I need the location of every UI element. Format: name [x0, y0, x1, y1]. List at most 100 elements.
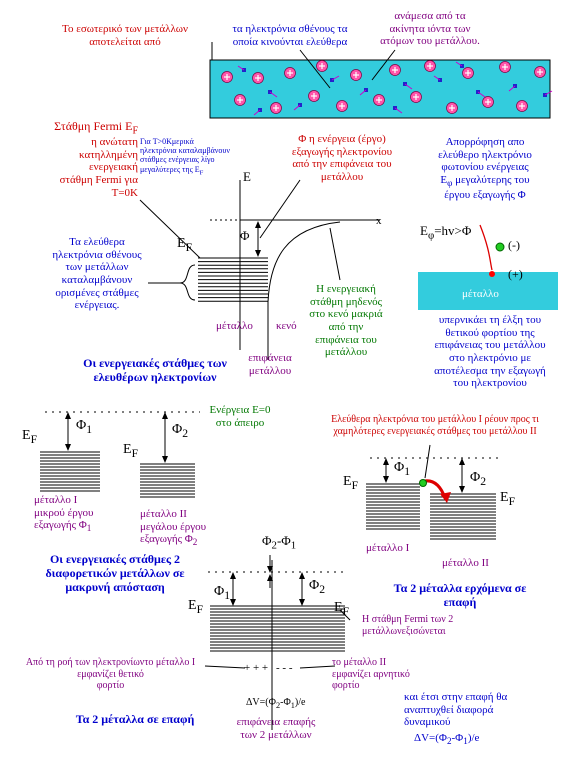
p2-zero-label: Ενέργεια E=0 στο άπειρο — [209, 404, 271, 429]
p4-left-note: Από τη ροή των ηλεκτρονίωντο μέταλλο Ι ε… — [25, 657, 196, 691]
photo-minus: (-) — [508, 238, 520, 252]
p3-phi1-head-bottom — [383, 476, 389, 483]
p2-phi2-head-bottom — [162, 456, 168, 463]
p3-phi2-head-top — [459, 458, 465, 465]
p1-potential-curve — [267, 221, 341, 303]
p1-phi-pointer — [259, 179, 301, 239]
p3-caption: Τα 2 μέταλλα ερχόμενα σε επαφή — [393, 581, 527, 609]
p1-free-electrons: Τα ελεύθερα ηλεκτρόνια σθένους των μετάλ… — [52, 236, 142, 312]
p4-phi1-head-top — [230, 572, 236, 579]
electron-motion-arrow — [269, 91, 278, 98]
p1-ef-label: EF — [177, 236, 193, 254]
top-text-left: Το εσωτερικό των μετάλλων αποτελείται απ… — [61, 23, 188, 48]
p4-diff-head2 — [267, 574, 273, 581]
p2-phi1-head-top — [65, 412, 71, 419]
p3-flow-pointer — [424, 444, 431, 479]
pointer-line-mid — [299, 49, 331, 89]
top-text-mid: τα ηλεκτρόνια σθένους τα οποία κινούνται… — [232, 23, 348, 48]
p3-flow-text: Ελεύθερα ηλεκτρόνια του μετάλλου Ι ρέουν… — [331, 414, 539, 437]
electron-motion-arrow — [253, 109, 261, 116]
pointer-line-right — [371, 49, 396, 81]
p4-phi1-label: Φ1 — [214, 584, 231, 602]
electron-motion-arrow — [455, 61, 463, 67]
p1-axis-x-label: x — [376, 215, 382, 227]
p3-phi2-label: Φ2 — [470, 470, 487, 488]
p4-plus-signs: + + + — [244, 662, 269, 674]
p4-right-note: το μέταλλο ΙΙ εμφανίζει αρνητικό φορτίο — [332, 657, 410, 691]
electron-motion-arrow — [508, 85, 516, 92]
photo-electron-path — [479, 224, 493, 271]
electron-motion-arrow — [331, 75, 340, 81]
p4-diff-head1 — [267, 566, 273, 573]
p1-zero-level: Η ενεργειακή στάθμη μηδενός στο κενό μακ… — [309, 283, 383, 359]
electron-motion-arrow — [359, 89, 367, 96]
p4-phi2-head-top — [299, 572, 305, 579]
photo-positive — [489, 271, 495, 277]
p1-phi-arrow-head-bottom — [255, 250, 261, 257]
p1-metal-label: μέταλλο — [216, 320, 253, 332]
p1-axis-e-label: E — [243, 169, 251, 184]
p1-fermi-title: Στάθμη Fermi EF — [54, 119, 138, 137]
p1-energy-levels — [198, 257, 268, 302]
photo-metal-box — [418, 272, 558, 310]
electron-motion-arrow — [394, 107, 403, 114]
electrons-group — [237, 61, 553, 116]
p4-right-pointer — [299, 665, 336, 669]
p2-metal2-label: μέταλλο ΙΙ μεγάλου έργου εξαγωγής Φ2 — [140, 508, 207, 548]
p2-phi2-head-top — [162, 412, 168, 419]
photo-desc: υπερνικάει τη έλξη του θετικού φορτίου τ… — [434, 314, 546, 390]
p1-phi-label: Φ — [240, 228, 250, 243]
p3-ef1-label: EF — [343, 474, 359, 492]
p2-phi1-label: Φ1 — [76, 418, 93, 436]
p3-phi1-head-top — [383, 458, 389, 465]
top-text-right: ανάμεσα από τα ακίνητα ιόντα των ατόμων … — [380, 10, 480, 48]
p3-electron — [419, 479, 427, 487]
p4-surface-label: επιφάνεια επαφής των 2 μετάλλων — [236, 716, 316, 741]
p2-phi2-label: Φ2 — [172, 422, 189, 440]
p4-dv-label: ΔV=(Φ2-Φ1)/e — [246, 697, 306, 710]
photo-electron — [495, 242, 505, 252]
electron-motion-arrow — [404, 83, 413, 90]
p2-caption: Οι ενεργειακές στάθμες 2 διαφορετικών με… — [45, 552, 185, 594]
p1-phi-arrow-head-top — [255, 221, 261, 228]
electron-motion-arrow — [544, 90, 553, 96]
p1-phi-desc: Φ η ενέργεια (έργο) εξαγωγής ηλεκτρονίου… — [291, 133, 393, 183]
p3-metal1-levels — [366, 483, 420, 530]
p1-brace — [179, 264, 196, 301]
p4-phi-diff-label: Φ2-Φ1 — [262, 533, 297, 552]
p1-fermi-desc: η ανώτατη κατηλλημένη ενεργειακή στάθμη … — [59, 136, 138, 199]
p1-small-note: Για T>0Κμερικά ηλεκτρόνια καταλαμβάνουν … — [140, 137, 230, 177]
p4-caption: Τα 2 μέταλλα σε επαφή — [75, 712, 195, 726]
p4-phi2-label: Φ2 — [309, 578, 326, 596]
p1-zero-pointer — [329, 227, 341, 281]
p2-ef1-label: EF — [22, 428, 38, 446]
p3-metal2-levels — [430, 493, 496, 540]
photo-metal-label: μέταλλο — [462, 288, 499, 300]
electron-motion-arrow — [433, 75, 441, 81]
photo-equation: Eφ=hv>Φ — [420, 223, 472, 242]
p4-minus-signs: - - - — [276, 662, 293, 674]
electron-motion-arrow — [237, 65, 245, 71]
electron-motion-arrow — [293, 104, 301, 111]
p4-conclusion: και έτσι στην επαφή θα αναπτυχθεί διαφορ… — [404, 691, 508, 729]
photo-plus: (+) — [508, 267, 523, 281]
p1-vacuum-label: κενό — [276, 320, 297, 332]
p3-flow-arrow-head — [440, 492, 451, 503]
photo-title: Απορρόφηση απο ελεύθερο ηλεκτρόνιο φωτον… — [438, 136, 532, 201]
p4-phi2-head-bottom — [299, 599, 305, 606]
p1-caption: Οι ενεργειακές στάθμες των ελευθέρων ηλε… — [83, 356, 227, 384]
p3-ef2-label: EF — [500, 490, 516, 508]
p4-ef1-label: EF — [188, 598, 204, 616]
p2-metal2-levels — [140, 463, 195, 498]
p2-metal1-label: μέταλλο Ι μικρού έργου εξαγωγής Φ1 — [34, 494, 94, 534]
p4-left-pointer — [204, 665, 246, 669]
p3-phi1-label: Φ1 — [394, 460, 411, 478]
p2-metal1-levels — [40, 451, 100, 492]
ions-group — [221, 60, 546, 114]
p4-ef2-label: EF — [334, 600, 350, 618]
p4-conclusion-eq: ΔV=(Φ2-Φ1)/e — [414, 732, 480, 747]
p2-phi1-head-bottom — [65, 444, 71, 451]
p4-metal2-levels — [272, 605, 345, 652]
